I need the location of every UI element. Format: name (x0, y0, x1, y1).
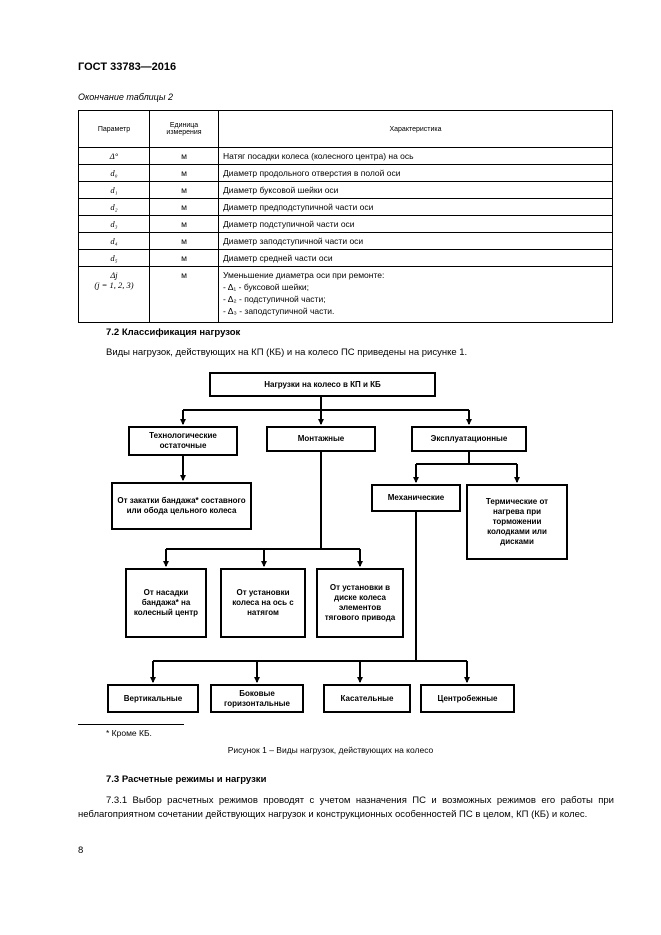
diagram-lateral-box: Боковые горизонтальные (210, 684, 304, 713)
diagram-root-box: Нагрузки на колесо в КП и КБ (209, 372, 436, 397)
char-line: - Δ₂ - подступичной части; (223, 294, 326, 304)
table-caption: Окончание таблицы 2 (78, 92, 173, 102)
table-row: Δ° м Натяг посадки колеса (колесного цен… (78, 147, 613, 165)
diagram-tangential-box: Касательные (323, 684, 411, 713)
table-row-last: Δj (j = 1, 2, 3) м Уменьшение диаметра о… (78, 266, 613, 323)
header-unit: Единица измерения (149, 110, 219, 148)
footnote-divider (78, 724, 184, 725)
footnote: * Кроме КБ. (106, 728, 152, 738)
document-title: ГОСТ 33783—2016 (78, 61, 177, 73)
section-heading-7-3: 7.3 Расчетные режимы и нагрузки (106, 774, 267, 785)
cell-characteristic: Уменьшение диаметра оси при ремонте: - Δ… (218, 266, 613, 323)
param-index-range: (j = 1, 2, 3) (94, 280, 134, 290)
diagram-centrifugal-box: Центробежные (420, 684, 515, 713)
diagram-vertical-box: Вертикальные (107, 684, 199, 713)
parameters-table: Параметр Единица измерения Характеристик… (78, 110, 613, 323)
param-symbol: Δj (110, 270, 118, 280)
section-7-2-text: Виды нагрузок, действующих на КП (КБ) и … (106, 347, 468, 358)
diagram-mount-box: Монтажные (266, 426, 376, 452)
section-heading-7-2: 7.2 Классификация нагрузок (106, 327, 241, 338)
section-7-3-text: 7.3.1 Выбор расчетных режимов проводят с… (78, 795, 614, 820)
diagram-banding-box: От закатки бандажа* составного или обода… (111, 482, 252, 530)
header-param: Параметр (78, 110, 150, 148)
diagram-fit-axle-box: От установки колеса на ось с натягом (220, 568, 306, 638)
diagram-mech-box: Механические (371, 484, 461, 512)
diagram-thermal-box: Термические от нагрева при торможении ко… (466, 484, 568, 560)
table-row: d₄ м Диаметр заподступичной части оси (78, 232, 613, 250)
char-line: Уменьшение диаметра оси при ремонте: (223, 270, 385, 280)
figure-caption: Рисунок 1 – Виды нагрузок, действующих н… (227, 745, 434, 755)
char-line: - Δ₃ - заподступичной части. (223, 306, 335, 316)
char-line: - Δ₁ - буксовой шейки; (223, 282, 310, 292)
page-number: 8 (78, 845, 84, 856)
table-row: d₁ м Диаметр буксовой шейки оси (78, 181, 613, 199)
diagram-tech-box: Технологические остаточные (128, 426, 238, 456)
cell-param: Δj (j = 1, 2, 3) (78, 266, 150, 323)
diagram-oper-box: Эксплуатационные (411, 426, 527, 452)
diagram-fit-band-box: От насадки бандажа* на колесный центр (125, 568, 207, 638)
diagram-gear-box: От установки в диске колеса элементов тя… (316, 568, 404, 638)
